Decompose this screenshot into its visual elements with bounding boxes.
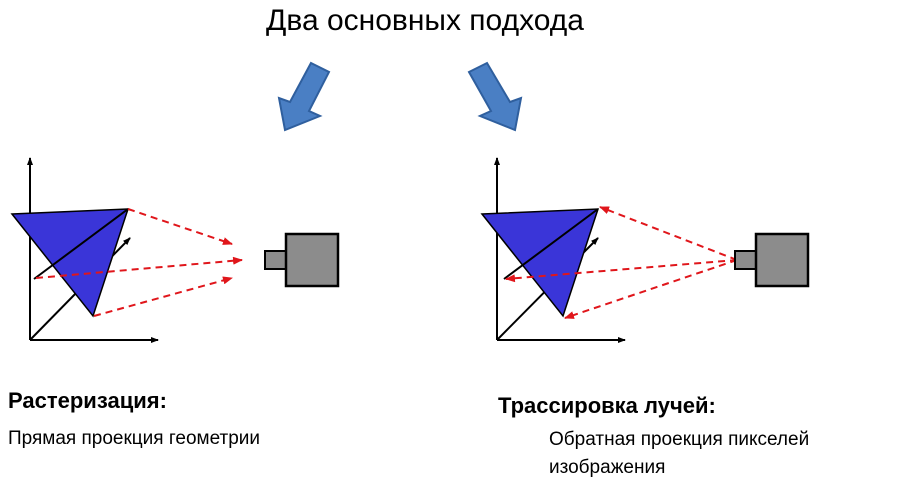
right-ray-2 [505,259,738,283]
right-triangle [480,208,600,318]
left-ray-2 [35,256,243,279]
raytracing-description-line-2: изображения [549,457,666,478]
left-ray-1 [127,208,233,245]
page-title: Два основных подхода [266,4,584,37]
rasterization-description: Прямая проекция геометрии [8,428,261,449]
left-camera-lens [264,250,288,270]
raytracing-heading: Трассировка лучей: [498,393,716,418]
raytracing-description: Обратная проекция пикселей изображения [549,426,899,482]
right-triangle-edge [503,208,599,280]
right-down-arrow-icon [467,61,523,132]
left-down-arrow-icon [277,61,331,132]
rasterization-heading: Растеризация: [8,388,167,413]
raytracing-description-line-1: Обратная проекция пикселей [549,429,810,450]
left-camera-body [284,232,340,288]
rasterization-scene [10,157,340,343]
left-ray-3 [93,276,233,317]
raytracing-scene [480,157,810,343]
right-camera-body [754,232,810,288]
left-triangle-edge [33,208,129,280]
right-ray-1 [599,206,738,261]
right-ray-3 [564,259,738,319]
right-camera-lens [734,250,758,270]
